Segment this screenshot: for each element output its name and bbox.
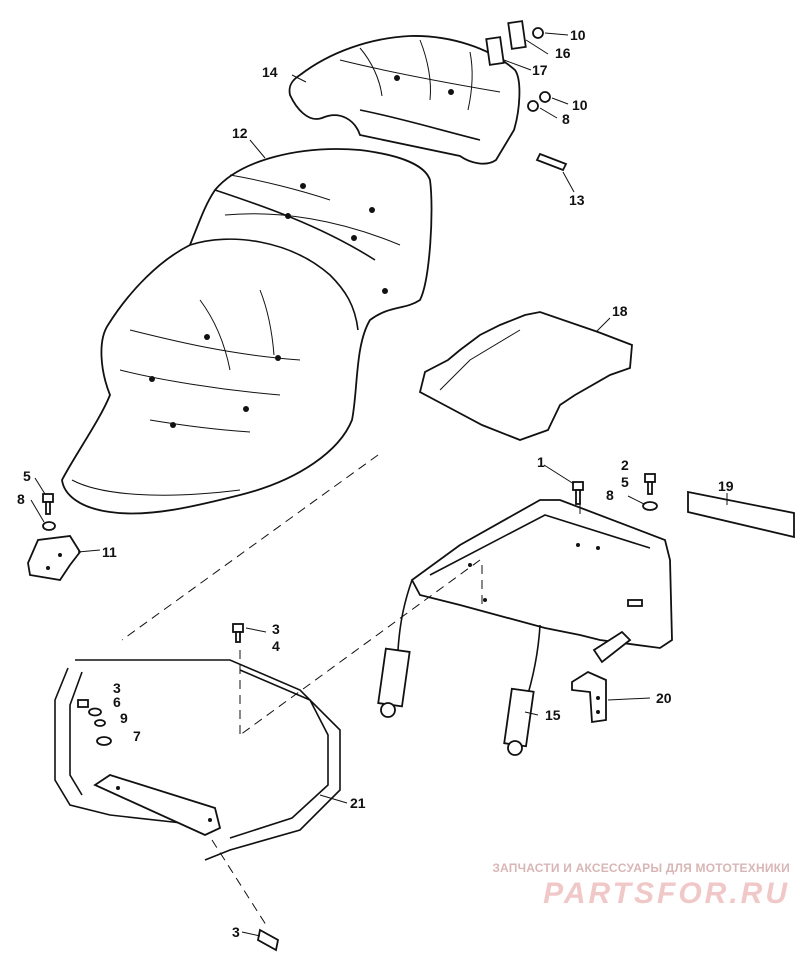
callout-20: 20: [656, 690, 672, 706]
backrest-pad: [288, 35, 521, 165]
strip-19: [687, 490, 795, 539]
seat-assembly: [61, 148, 433, 515]
callout-8-right: 8: [606, 487, 614, 503]
washer-8-top: [527, 100, 539, 112]
bolt-5-left: [42, 493, 54, 515]
callout-15: 15: [545, 707, 561, 723]
callout-2: 2: [621, 457, 629, 473]
rack-frame-15: [377, 499, 673, 756]
callout-9: 9: [120, 710, 128, 726]
callout-10-top: 10: [570, 27, 586, 43]
callout-labels: 1 2 3 3 3 4 5 5 6 7 8 8 8 9 10 10 11 12 …: [17, 27, 734, 940]
bolt-2: [644, 473, 656, 495]
callout-8-left: 8: [17, 491, 25, 507]
bracket-17: [485, 36, 505, 66]
bracket-11: [27, 535, 82, 581]
nut-10-top: [532, 27, 544, 39]
callout-13: 13: [569, 192, 585, 208]
callout-21: 21: [350, 795, 366, 811]
stud-13: [535, 152, 568, 172]
callout-1: 1: [537, 454, 545, 470]
callout-11: 11: [102, 544, 117, 560]
washer-8-left: [42, 521, 56, 531]
site-watermark: ЗАПЧАСТИ И АКСЕССУАРЫ ДЛЯ МОТОТЕХНИКИ PA…: [492, 861, 790, 911]
callout-5-left: 5: [23, 468, 31, 484]
assembly-lines: [121, 454, 581, 929]
watermark-tagline: ЗАПЧАСТИ И АКСЕССУАРЫ ДЛЯ МОТОТЕХНИКИ: [492, 861, 790, 875]
bolt-3-top: [232, 623, 244, 643]
callout-17: 17: [532, 62, 548, 78]
watermark-logo: PARTSFOR.RU: [543, 877, 790, 910]
callout-5-right: 5: [621, 474, 629, 490]
bracket-20: [571, 670, 607, 724]
callout-3-rail: 3: [113, 680, 121, 696]
bolt-3-bottom: [256, 928, 280, 952]
spacer-6-9: [88, 707, 106, 727]
guard-rail-21: [54, 659, 341, 861]
bolt-1: [572, 481, 584, 505]
callout-19: 19: [718, 478, 734, 494]
bolt-3-rail: [77, 699, 89, 708]
callout-4: 4: [272, 638, 280, 654]
callout-8-top: 8: [562, 111, 570, 127]
callout-7: 7: [133, 728, 141, 744]
callout-3-upper: 3: [272, 621, 280, 637]
callout-14: 14: [262, 64, 278, 80]
callout-18: 18: [612, 303, 628, 319]
washer-8-right: [642, 501, 658, 511]
callout-6: 6: [113, 694, 121, 710]
nut-10-mid: [539, 91, 551, 103]
washer-7: [96, 736, 112, 746]
callout-12: 12: [232, 125, 248, 141]
callout-10-mid: 10: [572, 97, 588, 113]
bracket-16: [507, 20, 527, 50]
callout-16: 16: [555, 45, 571, 61]
callout-3-bottom: 3: [232, 924, 240, 940]
pad-18: [418, 311, 633, 441]
leader-lines: [30, 32, 728, 937]
